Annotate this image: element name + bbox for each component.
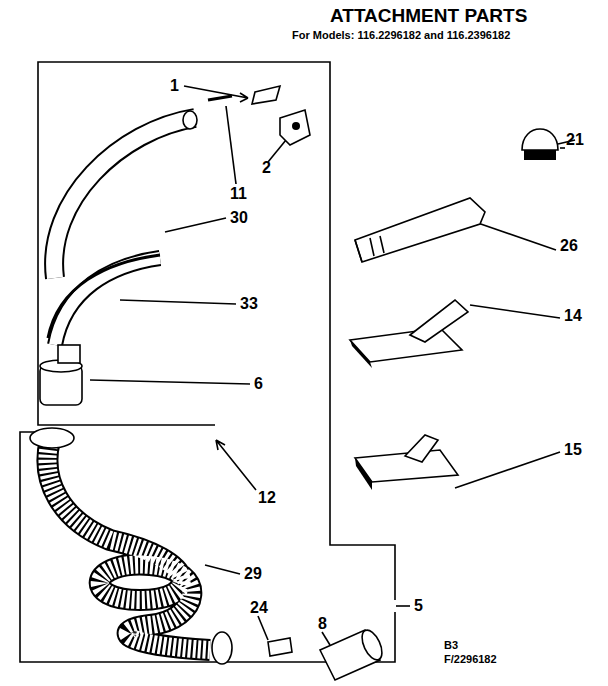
group-outline <box>20 432 395 662</box>
callout-number: 24 <box>250 600 268 616</box>
callout-number: 1 <box>170 78 179 94</box>
callout-number: 5 <box>414 598 423 614</box>
leader-line <box>184 86 248 102</box>
leader-line <box>90 380 250 384</box>
leader-line <box>560 147 565 149</box>
leader-line <box>268 140 286 162</box>
callout-number: 29 <box>244 566 262 582</box>
leader-line <box>475 222 556 250</box>
diagram-title: ATTACHMENT PARTS <box>330 6 527 25</box>
leader-line <box>455 452 560 488</box>
model-note: For Models: 116.2296182 and 116.2396182 <box>292 30 510 41</box>
callout-number: 21 <box>566 132 584 148</box>
leader-line <box>470 305 560 318</box>
leader-line <box>216 440 256 490</box>
callout-number: 11 <box>230 186 247 202</box>
callout-number: 8 <box>318 616 327 632</box>
leader-line <box>205 565 240 574</box>
leader-line <box>165 218 226 232</box>
callout-number: 33 <box>240 296 258 312</box>
leader-line <box>120 300 236 304</box>
callout-number: 12 <box>258 490 276 506</box>
drawing-code: B3 <box>444 640 458 651</box>
drawing-code: F/2296182 <box>444 654 497 665</box>
leader-line <box>226 106 236 184</box>
callout-number: 6 <box>254 376 263 392</box>
callout-number: 14 <box>564 308 582 324</box>
callout-number: 15 <box>564 442 582 458</box>
leader-line <box>322 632 330 645</box>
leader-line <box>258 616 268 640</box>
callout-number: 30 <box>230 210 248 226</box>
callout-number: 26 <box>560 238 578 254</box>
leader-line <box>396 605 410 607</box>
callout-number: 2 <box>262 160 271 176</box>
